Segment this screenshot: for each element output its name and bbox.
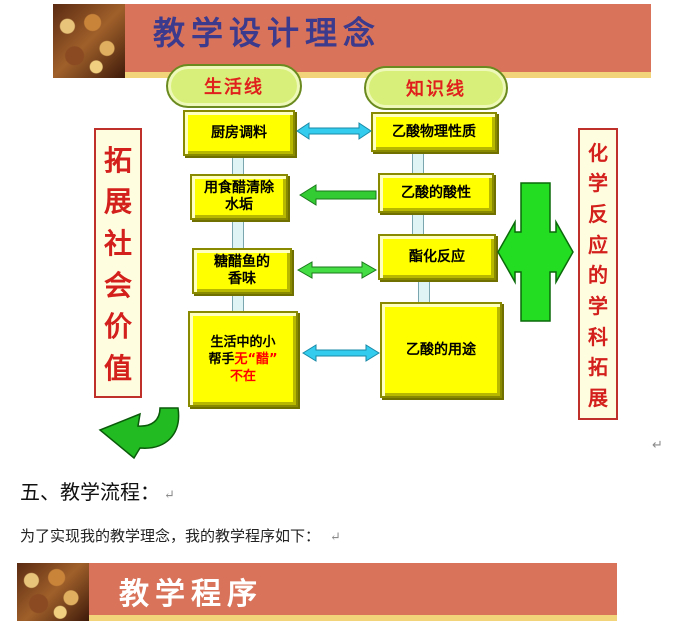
- right-side-char: 化: [588, 140, 608, 165]
- section-heading: 五、教学流程： ↵: [20, 476, 175, 505]
- right-side-char: 学: [588, 171, 608, 196]
- knowledge-box-esterification: 酯化反应: [378, 234, 496, 280]
- life-box-kitchen-text: 厨房调料: [211, 124, 267, 141]
- knowledge-box-acidity-text: 乙酸的酸性: [401, 184, 471, 201]
- food-photo: [53, 4, 125, 78]
- left-side-char: 社: [103, 227, 132, 261]
- right-side-char: 应: [588, 232, 608, 257]
- life-box-fish-line1: 糖醋鱼的: [214, 254, 270, 270]
- knowledge-line-cloud: 知识线: [364, 66, 508, 110]
- life-box-vinegar-descale-line2: 水垢: [225, 197, 253, 213]
- life-box-vinegar-descale-line1: 用食醋清除: [204, 180, 274, 196]
- food-photo: [17, 563, 89, 621]
- life-box-vinegar-descale: 用食醋清除 水垢: [190, 174, 288, 220]
- curved-arrow-icon: [98, 407, 180, 460]
- top-banner: 教学设计理念: [53, 4, 651, 78]
- life-line-label: 生活线: [204, 77, 264, 98]
- knowledge-box-uses: 乙酸的用途: [380, 302, 502, 398]
- left-side-char: 价: [103, 310, 132, 344]
- left-side-char: 拓: [103, 143, 132, 177]
- bottom-banner: 教学程序: [17, 563, 617, 621]
- double-arrow-icon: [296, 261, 378, 279]
- paragraph-mark: ↵: [652, 438, 663, 453]
- right-side-char: 展: [588, 386, 608, 411]
- left-side-char: 会: [103, 268, 132, 302]
- life-box-sweet-sour-fish: 糖醋鱼的 香味: [192, 248, 292, 294]
- knowledge-box-acidity: 乙酸的酸性: [378, 173, 494, 213]
- section-heading-text: 五、教学流程：: [20, 480, 160, 504]
- right-side-char: 拓: [588, 355, 608, 380]
- right-side-panel: 化 学 反 应 的 学 科 拓 展: [578, 128, 618, 420]
- intro-text: 为了实现我的教学理念，我的教学程序如下：: [20, 527, 321, 545]
- knowledge-box-physical: 乙酸物理性质: [371, 112, 497, 152]
- intro-paragraph: 为了实现我的教学理念，我的教学程序如下： ↵: [20, 525, 341, 546]
- right-side-char: 反: [588, 202, 608, 227]
- left-side-char: 展: [103, 185, 132, 219]
- bottom-banner-title: 教学程序: [119, 577, 263, 612]
- life-box-helper-line2a: 帮手: [208, 351, 235, 367]
- left-side-char: 值: [103, 352, 132, 386]
- knowledge-box-physical-text: 乙酸物理性质: [392, 123, 476, 140]
- knowledge-box-uses-text: 乙酸的用途: [406, 341, 476, 358]
- life-box-helper-line1: 生活中的小: [210, 334, 276, 350]
- banner-title: 教学设计理念: [153, 14, 382, 52]
- left-side-panel: 拓 展 社 会 价 值: [94, 128, 142, 398]
- right-side-char: 科: [588, 324, 608, 349]
- knowledge-box-esterification-text: 酯化反应: [409, 248, 465, 265]
- life-box-helper-line2b: 无“醋”: [234, 351, 278, 367]
- paragraph-mark: ↵: [164, 488, 175, 503]
- knowledge-line-label: 知识线: [406, 79, 466, 100]
- life-box-fish-line2: 香味: [228, 271, 256, 287]
- life-box-helper: 生活中的小 帮手无“醋” 不在: [188, 311, 298, 407]
- paragraph-mark: ↵: [330, 530, 341, 545]
- right-side-char: 学: [588, 294, 608, 319]
- left-arrow-icon: [299, 184, 377, 206]
- double-arrow-icon: [302, 344, 380, 362]
- life-line-cloud: 生活线: [166, 64, 302, 108]
- four-way-arrow-icon: [497, 182, 574, 322]
- double-arrow-icon: [296, 122, 372, 140]
- right-side-char: 的: [588, 263, 608, 288]
- life-box-kitchen: 厨房调料: [183, 110, 295, 156]
- life-box-helper-line3: 不在: [229, 368, 256, 384]
